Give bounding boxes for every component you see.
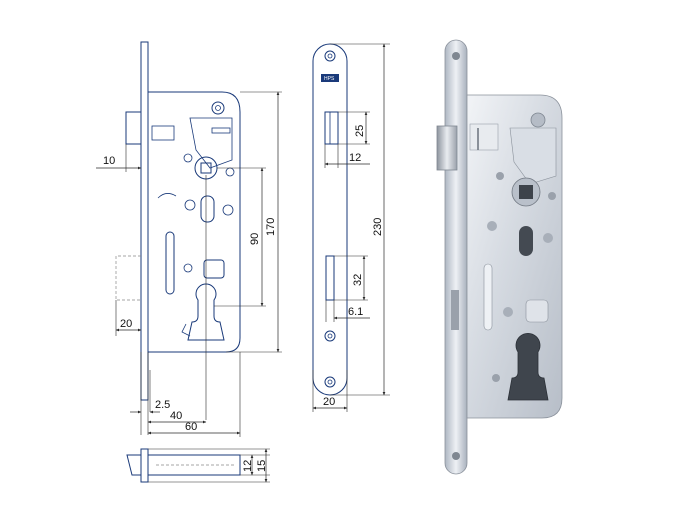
bottom-view-drawing: 12 15: [126, 448, 270, 483]
photo-oval-slot: [519, 226, 533, 256]
deadbolt-slot: [165, 231, 175, 295]
photo-rivet-b: [548, 192, 556, 200]
dim-60-text: 60: [185, 421, 197, 433]
photo-bolt-block: [525, 299, 549, 323]
latch-lever: [189, 117, 233, 169]
photo-deadbolt-slot: [483, 263, 493, 331]
deadbolt-outline: [115, 255, 141, 301]
dim-32-text: 32: [352, 274, 364, 286]
mortise-lock-photo: [436, 39, 563, 475]
oval-slot: [200, 195, 215, 223]
front-latch-opening: [324, 111, 339, 145]
front-view-drawing: HPS: [312, 43, 348, 396]
dim-12f-text: 12: [349, 152, 361, 164]
bottom-end-center: [327, 379, 333, 385]
photo-top-rivet: [530, 112, 546, 128]
bottom-screw-center: [327, 333, 333, 339]
side-latch-bolt: [125, 111, 142, 145]
lever-slot: [211, 127, 231, 134]
bolt-block: [203, 259, 225, 279]
front-deadbolt-opening: [325, 255, 335, 301]
dim-15-text: 15: [256, 460, 268, 472]
photo-top-screw: [452, 52, 460, 60]
photo-bottom-screw: [452, 452, 460, 460]
side-lock-case: [147, 91, 241, 353]
top-screw-hole: [324, 50, 336, 62]
dim-230-text: 230: [372, 218, 384, 236]
dim-12-text: 12: [242, 460, 254, 472]
stamp-text: HPS: [324, 76, 335, 82]
dim-10-text: 10: [103, 155, 115, 167]
square-spindle-hole: [200, 162, 212, 174]
dim-90-text: 90: [249, 233, 261, 245]
top-screw-center: [327, 53, 333, 59]
dim-20-text: 20: [120, 318, 132, 330]
euro-cylinder-cutout: [187, 283, 225, 341]
photo-bolt-opening: [451, 290, 459, 330]
photo-rivet-e: [503, 307, 513, 317]
bottom-latch-profile: [126, 454, 142, 476]
top-rivet: [211, 101, 225, 115]
photo-rivet-a: [496, 172, 504, 180]
small-rivet-4: [222, 204, 234, 216]
photo-spindle-hole: [519, 185, 533, 199]
front-faceplate: [312, 43, 348, 396]
small-rivet-1: [183, 153, 193, 163]
dim-2-5-text: 2.5: [155, 399, 170, 411]
side-view-dimensions: 10 20 90 170 2.5 40 60: [96, 91, 282, 437]
side-view-drawing: [115, 41, 241, 435]
stamp-box: [321, 74, 339, 82]
photo-faceplate: [444, 39, 468, 475]
photo-euro-cylinder-cutout: [507, 332, 549, 401]
dim-40-text: 40: [170, 410, 182, 422]
dim-20f-text: 20: [323, 396, 335, 408]
photo-latch-bolt: [436, 125, 458, 171]
dim-6-1-text: 6.1: [348, 306, 363, 318]
photo-latch-cage: [469, 123, 499, 151]
photo-lever: [509, 127, 557, 185]
photo-rivet-f: [492, 374, 500, 382]
small-rivet-5: [183, 263, 193, 273]
side-faceplate: [140, 41, 149, 401]
bottom-case: [147, 454, 241, 476]
bottom-end-hole: [324, 376, 336, 388]
spring-arc: [157, 193, 177, 199]
bottom-faceplate: [140, 448, 149, 483]
front-view-dimensions: 25 12 230 32 6.1 20: [312, 43, 390, 412]
small-rivet-3: [184, 199, 196, 211]
bottom-screw-hole: [324, 330, 336, 342]
cam-hook: [181, 323, 191, 337]
dim-170-text: 170: [265, 218, 277, 236]
photo-rivet-c: [487, 221, 497, 231]
photo-rivet-d: [543, 233, 553, 243]
latch-spring-block: [151, 125, 175, 141]
top-rivet-center: [215, 105, 221, 111]
dim-25-text: 25: [354, 125, 366, 137]
small-rivet-2: [225, 167, 235, 177]
